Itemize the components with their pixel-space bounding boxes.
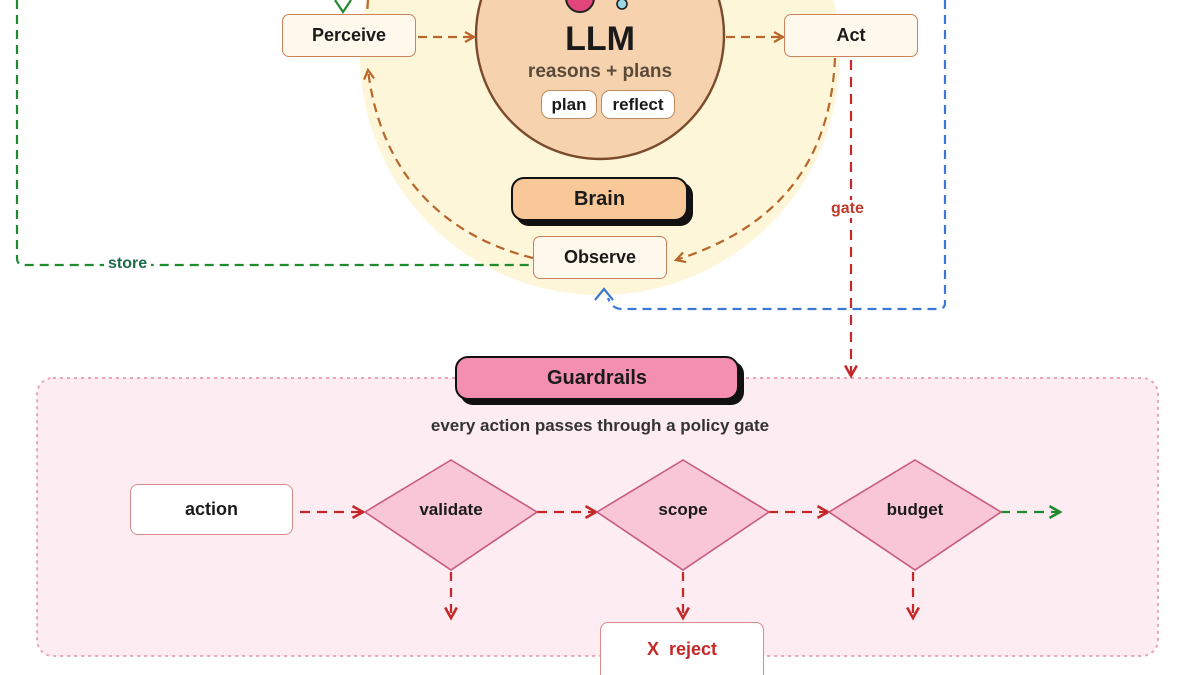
validate-diamond bbox=[363, 459, 539, 571]
guardrails-badge: Guardrails bbox=[455, 356, 739, 400]
perceive-node: Perceive bbox=[282, 14, 416, 57]
llm-title: LLM bbox=[565, 20, 635, 58]
scope-label: scope bbox=[658, 500, 708, 519]
budget-diamond bbox=[827, 459, 1003, 571]
llm-subtitle: reasons + plans bbox=[527, 61, 673, 82]
gate-label: gate bbox=[828, 200, 867, 218]
plan-chip: plan bbox=[541, 90, 597, 119]
llm-logo-icon bbox=[565, 0, 628, 13]
store-label: store bbox=[104, 255, 152, 273]
brain-entry-arrow bbox=[365, 0, 370, 15]
observe-feedback-path bbox=[606, 0, 947, 311]
brain-badge: Brain bbox=[511, 177, 688, 221]
action-node: action bbox=[130, 484, 293, 535]
reject-node: X reject bbox=[600, 622, 764, 675]
observe-feedback-arrow bbox=[594, 287, 614, 301]
llm-circle bbox=[474, 0, 726, 161]
budget-label: budget bbox=[886, 500, 944, 519]
observe-node: Observe bbox=[533, 236, 667, 279]
reflect-chip: reflect bbox=[601, 90, 675, 119]
guardrails-caption: every action passes through a policy gat… bbox=[430, 416, 770, 435]
validate-label: validate bbox=[419, 500, 483, 519]
act-node: Act bbox=[784, 14, 918, 57]
store-path bbox=[15, 0, 532, 267]
store-entry-arrow bbox=[334, 0, 352, 14]
observe-to-perceive-arrow bbox=[368, 70, 534, 260]
scope-diamond bbox=[595, 459, 771, 571]
act-to-observe-arrow bbox=[676, 57, 837, 260]
